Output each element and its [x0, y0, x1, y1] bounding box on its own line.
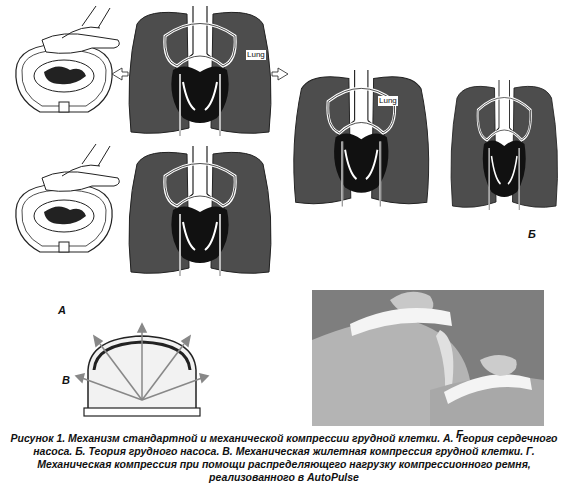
anatomy-label: Lung	[378, 96, 398, 106]
anatomy-label: Lung	[246, 50, 266, 60]
panel-letter: Б	[528, 228, 536, 241]
panel-letter: А	[58, 304, 66, 317]
figure-caption: Рисунок 1. Механизм стандартной и механи…	[8, 432, 560, 484]
panel-letter: В	[62, 374, 70, 387]
